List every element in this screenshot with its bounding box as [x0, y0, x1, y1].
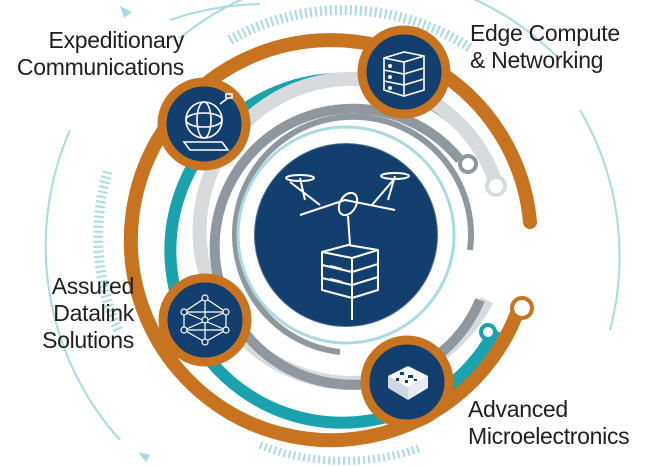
drone-server-icon: [285, 172, 410, 320]
label-assured-datalink-solutions: Assured Datalink Solutions: [30, 273, 134, 354]
satellite-globe-icon: [182, 93, 233, 151]
tick-arc-left: [93, 168, 123, 333]
label-line: Expeditionary: [48, 27, 185, 53]
label-line: & Networking: [470, 47, 604, 73]
ring-terminal-teal: [479, 323, 497, 341]
server-rack-icon: [383, 51, 425, 97]
label-line: Edge Compute: [470, 20, 620, 46]
ring-inner-gray: [232, 113, 474, 355]
node-datalink: [158, 273, 252, 367]
label-expeditionary-communications: Expeditionary Communications: [14, 27, 184, 81]
ring-terminal-lightgray: [485, 175, 507, 197]
ring-inner-teal: [236, 125, 456, 345]
network-mesh-icon: [180, 294, 230, 346]
center-hub: [253, 142, 439, 328]
ring-terminal-orange: [510, 296, 534, 320]
label-line: Solutions: [42, 327, 134, 353]
label-line: Microelectronics: [468, 423, 630, 449]
label-line: Datalink: [53, 300, 134, 326]
tick-arc-bottom: [258, 441, 422, 465]
label-line: Communications: [16, 54, 184, 80]
node-edge: [357, 25, 451, 119]
ring-terminal-gray: [458, 154, 478, 174]
node-expeditionary: [157, 77, 251, 171]
tick-arc-top: [227, 5, 473, 53]
label-line: Assured: [51, 273, 135, 299]
label-advanced-microelectronics: Advanced Microelectronics: [468, 396, 648, 450]
outer-decor-arcs: [44, 0, 621, 462]
microchip-icon: [388, 366, 428, 400]
label-line: Advanced: [468, 396, 568, 422]
node-micro: [360, 335, 454, 429]
label-edge-compute-networking: Edge Compute & Networking: [470, 20, 645, 74]
